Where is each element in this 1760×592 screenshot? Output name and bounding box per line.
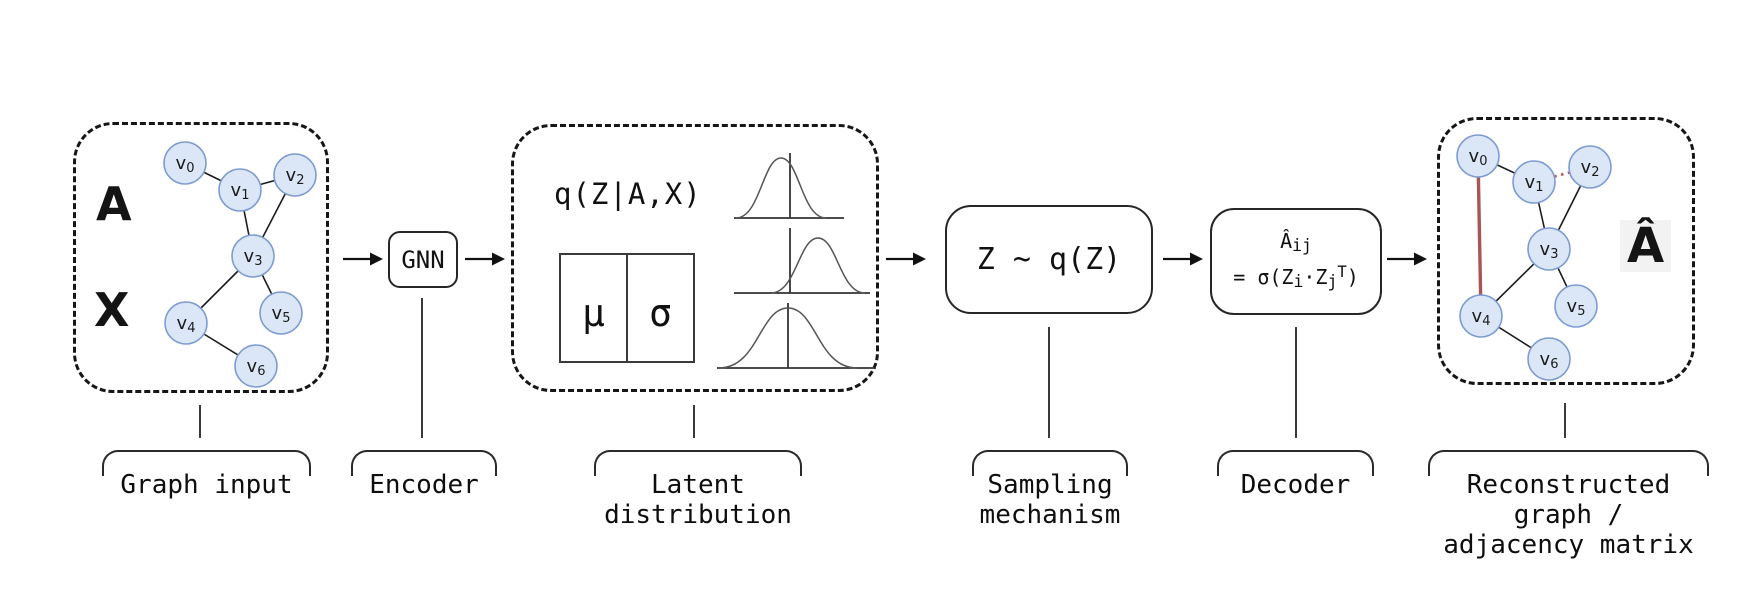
graph-edge-dotted [1533,165,1591,184]
gnn-encoder-box: GNN [388,231,458,288]
decoder-formula-line1: Âij [1280,229,1312,255]
connector-latent [693,405,695,438]
graph-node-v4 [1459,294,1503,338]
graph-node-v6 [1527,337,1571,381]
connector-graph-input [199,405,201,438]
gaussian-curve-2 [734,228,870,294]
caption-reconstructed-text: Reconstructed graph / adjacency matrix [1443,470,1694,560]
arrow-sampling-to-decoder [1163,252,1203,266]
arrow-head [1414,252,1427,266]
connector-sampling [1048,327,1050,438]
sampling-box: Z ~ q(Z) [945,205,1153,314]
mu-cell: μ [582,291,605,335]
feature-matrix-label: X [94,283,130,337]
graph-node-v4 [164,301,208,345]
arrow-encoder-to-latent [465,252,505,266]
latent-formula: q(Z|A,X) [554,177,702,211]
graph-node-v6 [234,344,278,388]
latent-distribution-box: q(Z|A,X) μ σ [511,124,879,392]
mu-sigma-matrix: μ σ [559,253,695,363]
arrow-head [913,252,926,266]
arrow-decoder-to-reconstructed [1387,252,1427,266]
graph-node-v5 [259,291,303,335]
caption-sampling-mechanism: Sampling mechanism [972,450,1128,530]
arrow-latent-to-sampling [886,252,926,266]
graph-node-v0 [163,141,207,185]
graph-node-v3 [1527,227,1571,271]
graph-edge-new [1476,155,1483,317]
caption-latent-distribution: Latent distribution [594,450,802,530]
adjacency-matrix-label: A [96,177,132,231]
graph-node-v1 [218,168,262,212]
arrow-head [492,252,505,266]
graph-node-v0 [1456,134,1500,178]
arrow-head [1190,252,1203,266]
arrow-input-to-encoder [343,252,383,266]
connector-encoder [421,298,423,438]
gaussian-curves [717,153,876,369]
sigma-cell: σ [626,255,693,361]
decoder-formula-line2: = σ(Zi·ZjT) [1233,262,1359,291]
decoder-box: Âij = σ(Zi·ZjT) [1210,208,1382,315]
caption-latent-text: Latent distribution [604,470,792,530]
arrow-head [370,252,383,266]
sampling-formula: Z ~ q(Z) [976,242,1122,277]
caption-encoder-text: Encoder [369,470,479,500]
decoder-formula: Âij = σ(Zi·ZjT) [1233,228,1359,295]
graph-node-v1 [1512,160,1556,204]
gaussian-curve-3 [717,303,876,369]
caption-graph-input: Graph input [102,450,311,500]
caption-decoder: Decoder [1217,450,1374,500]
graph-node-v2 [1568,145,1612,189]
graph-node-v2 [273,153,317,197]
connector-reconstructed [1564,403,1566,438]
graph-node-v3 [231,234,275,278]
caption-sampling-text: Sampling mechanism [979,470,1121,530]
caption-graph-input-text: Graph input [120,470,293,500]
gaussian-curve-1 [734,153,844,219]
graph-node-v5 [1554,284,1598,328]
caption-reconstructed-graph: Reconstructed graph / adjacency matrix [1428,450,1709,560]
caption-encoder: Encoder [351,450,497,500]
reconstructed-adjacency-label: Â [1620,220,1672,272]
gnn-label: GNN [401,245,445,274]
caption-decoder-text: Decoder [1240,470,1351,500]
connector-decoder [1295,327,1297,438]
